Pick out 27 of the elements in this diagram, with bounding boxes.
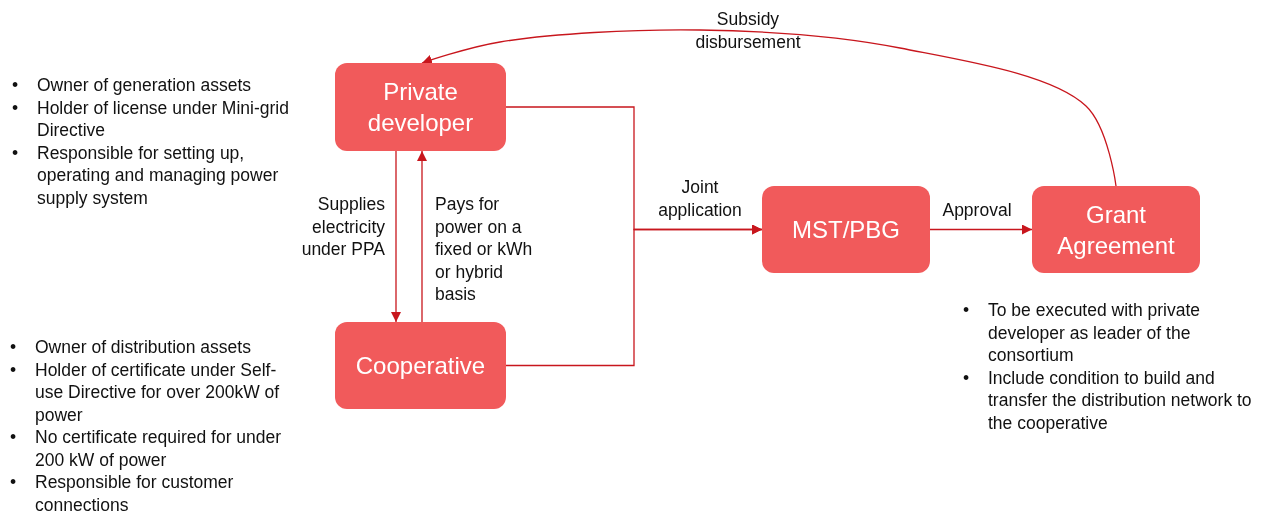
process-box xyxy=(1032,186,1200,273)
bullet-item: • No certificate required for under 200 kW of power xyxy=(10,426,283,471)
box-title: Private developer xyxy=(366,77,475,138)
bullet-item: • Holder of license under Mini-grid Directive xyxy=(12,96,290,142)
arrow xyxy=(505,224,763,367)
edge-label: Pays for power on a fixed or kWh or hybrid basis xyxy=(435,193,534,306)
edge-label: Approval xyxy=(941,199,1013,222)
process-box xyxy=(335,63,506,151)
box-title: Grant Agreement xyxy=(1056,199,1176,261)
bullet-item: • Include condition to build and transfer the distribution network to the cooperative xyxy=(963,366,1253,434)
bullet-item: • Holder of certificate under Self-use Directive for over 200kW of power xyxy=(10,358,281,426)
process-box xyxy=(335,322,506,409)
arrow xyxy=(929,224,1033,235)
process-box xyxy=(762,186,930,273)
edge-label: Supplies electricity under PPA xyxy=(300,193,385,261)
arrow xyxy=(417,150,427,323)
arrow xyxy=(421,29,1117,187)
bullet-item: • Owner of distribution assets xyxy=(10,336,252,359)
bullet-item: • Responsible for setting up, operating and managing power supply system xyxy=(12,141,280,209)
bullet-item: • Owner of generation assets xyxy=(12,74,252,97)
box-title: Cooperative xyxy=(355,351,486,381)
arrow xyxy=(391,150,401,323)
bullet-item: • To be executed with private developer as leader of the consortium xyxy=(963,299,1202,367)
box-title: MST/PBG xyxy=(792,215,900,245)
edge-label: Joint application xyxy=(657,176,743,221)
bullet-item: • Responsible for customer connections xyxy=(10,471,235,512)
edge-label: Subsidy disbursement xyxy=(694,8,802,53)
